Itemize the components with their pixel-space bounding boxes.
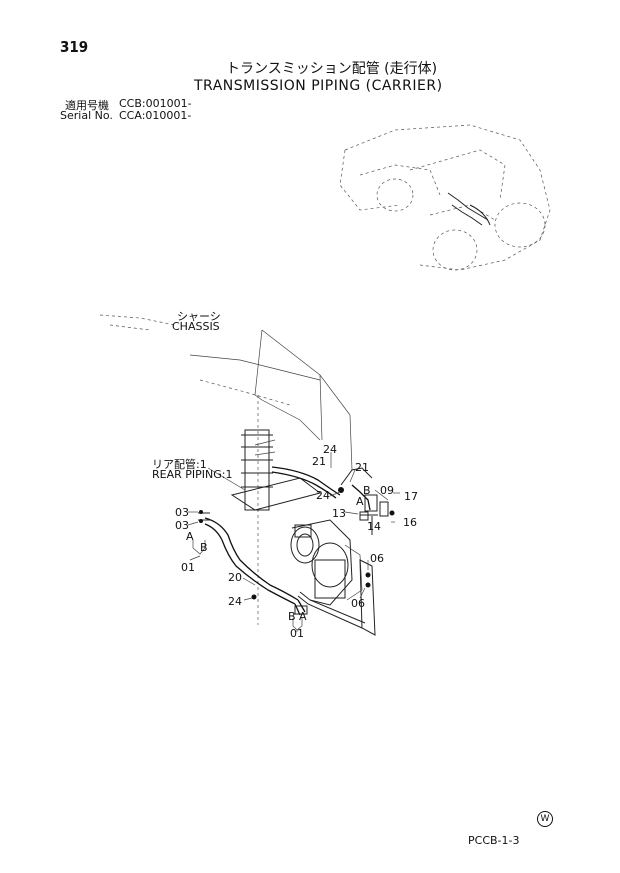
connector-block xyxy=(359,494,395,535)
chassis-label-jp: シャーシ xyxy=(177,310,221,323)
lower-pipe-set xyxy=(198,510,366,629)
callout-06: 06 xyxy=(351,597,365,610)
watermark-logo: W xyxy=(537,811,553,827)
callout-24: 24 xyxy=(228,595,242,608)
callout-b: B xyxy=(288,610,296,623)
serial-jp-label: 適用号機 xyxy=(65,99,109,112)
callout-03: 03 xyxy=(175,506,189,519)
callout-24: 24 xyxy=(323,443,337,456)
transmission-motor xyxy=(290,519,363,606)
callout-a: A xyxy=(186,530,194,543)
callout-06: 06 xyxy=(370,552,384,565)
rear-piping-label-jp: リア配管:1 xyxy=(152,458,207,471)
serial-en-value: CCA:010001- xyxy=(119,109,192,122)
rear-piping-label-en: REAR PIPING:1 xyxy=(152,468,233,481)
footer-code: PCCB-1-3 xyxy=(468,834,520,847)
callout-09: 09 xyxy=(380,484,394,497)
callout-01: 01 xyxy=(181,561,195,574)
chassis-label-en: CHASSIS xyxy=(172,320,220,333)
chassis-outline xyxy=(99,314,353,625)
callout-a: A xyxy=(356,495,364,508)
page-title-en: TRANSMISSION PIPING (CARRIER) xyxy=(194,78,443,94)
callout-b: B xyxy=(363,484,371,497)
page-number: 319 xyxy=(60,38,89,56)
callout-24: 24 xyxy=(316,489,330,502)
callout-a: A xyxy=(299,610,307,623)
serial-en-label: Serial No. xyxy=(60,109,113,122)
callout-21: 21 xyxy=(312,455,326,468)
leader-lines xyxy=(187,452,400,632)
callout-03: 03 xyxy=(175,519,189,532)
callout-16: 16 xyxy=(403,516,417,529)
callout-13: 13 xyxy=(332,507,346,520)
overview-vehicle-sketch xyxy=(339,124,551,271)
hose-upper xyxy=(271,466,373,511)
callout-b: B xyxy=(200,541,208,554)
callout-21: 21 xyxy=(355,461,369,474)
page-title-jp: トランスミッション配管 (走行体) xyxy=(226,61,438,77)
callout-20: 20 xyxy=(228,571,242,584)
callout-17: 17 xyxy=(404,490,418,503)
rear-piping-component xyxy=(230,429,322,511)
serial-jp-value: CCB:001001- xyxy=(119,97,192,110)
callout-01: 01 xyxy=(290,627,304,640)
callout-14: 14 xyxy=(367,520,381,533)
